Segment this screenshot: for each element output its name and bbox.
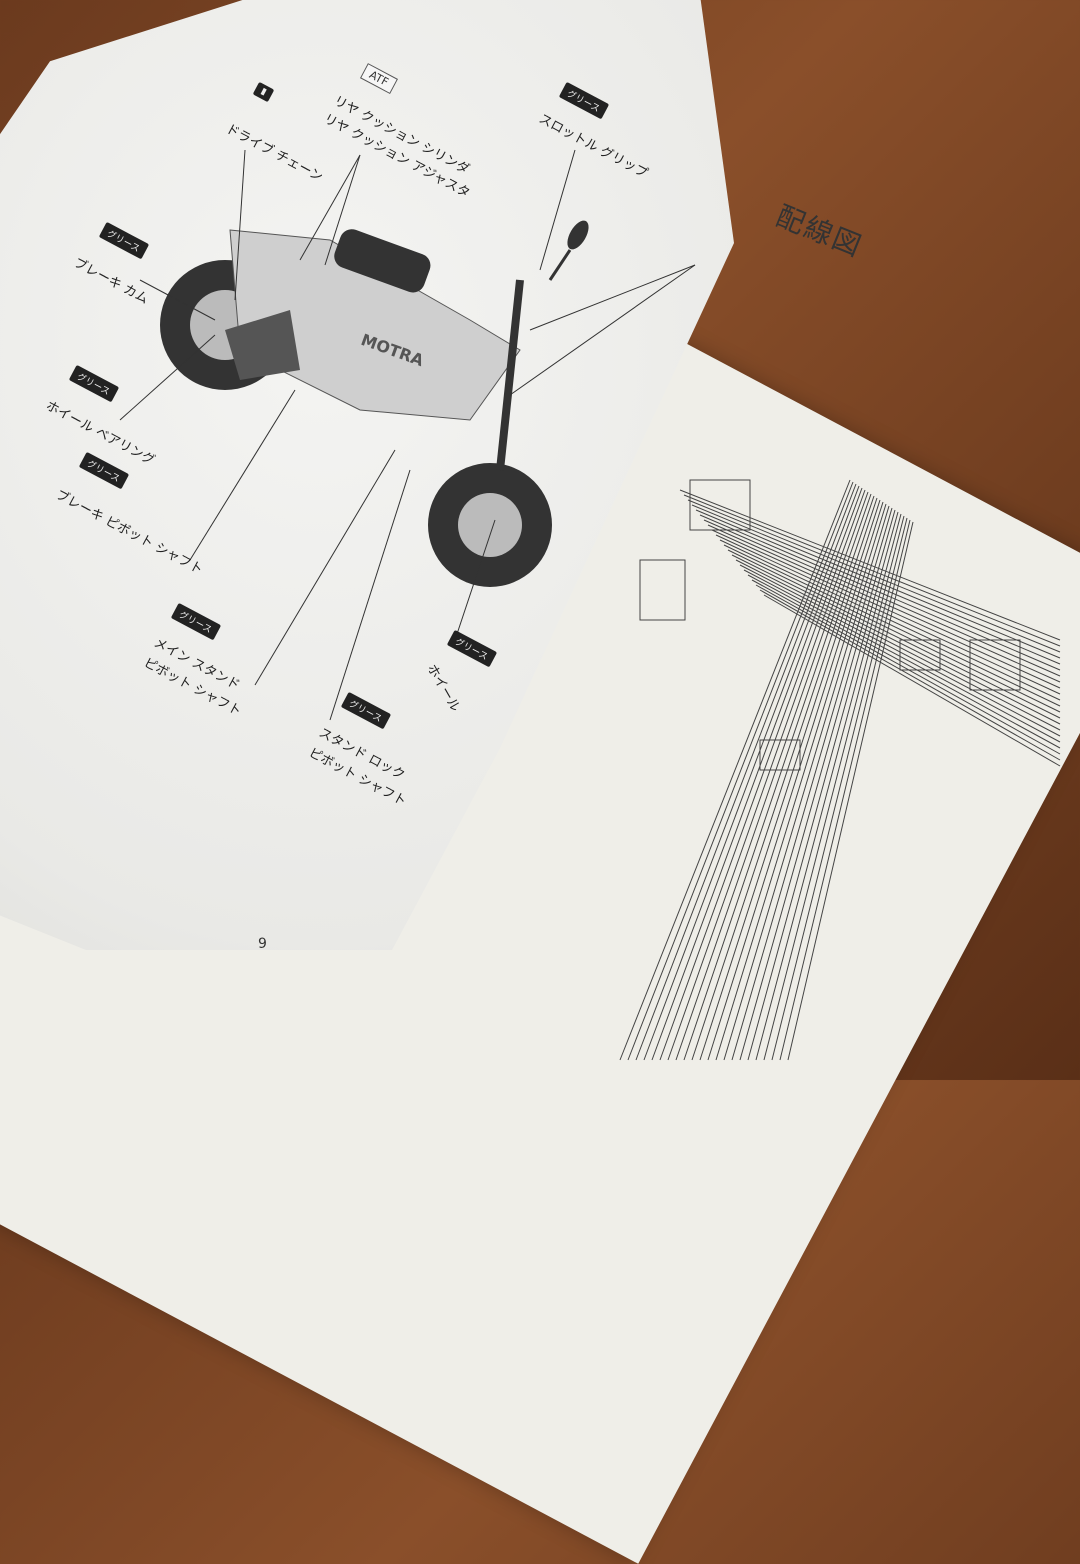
wire bbox=[667, 491, 869, 1061]
front-fork bbox=[496, 279, 524, 471]
wire bbox=[751, 579, 1061, 749]
wire bbox=[691, 497, 878, 1061]
wire bbox=[763, 594, 1061, 767]
wire bbox=[651, 487, 863, 1061]
wire bbox=[723, 505, 890, 1061]
component-box bbox=[899, 639, 941, 671]
wire bbox=[747, 511, 899, 1061]
wire bbox=[635, 483, 857, 1061]
mirror bbox=[567, 220, 589, 250]
component-box bbox=[639, 559, 686, 621]
wire bbox=[679, 489, 1061, 641]
wire bbox=[683, 494, 1061, 647]
wire bbox=[727, 549, 1061, 713]
seat bbox=[334, 229, 431, 293]
wire bbox=[691, 504, 1061, 659]
motorcycle bbox=[160, 220, 589, 587]
page-number: 9 bbox=[258, 936, 267, 952]
wire bbox=[715, 503, 887, 1061]
wire bbox=[763, 515, 905, 1061]
component-box bbox=[969, 639, 1021, 691]
motorcycle-illustration bbox=[119, 149, 696, 721]
wire bbox=[711, 529, 1061, 689]
leader-lines bbox=[119, 149, 696, 721]
wire bbox=[731, 554, 1061, 719]
wire bbox=[723, 544, 1061, 707]
wire bbox=[787, 521, 914, 1061]
wire bbox=[659, 489, 866, 1061]
wire bbox=[699, 499, 881, 1061]
engine-cover bbox=[225, 310, 300, 380]
wire bbox=[619, 479, 851, 1061]
wire bbox=[771, 517, 908, 1061]
wire bbox=[627, 481, 854, 1061]
wire bbox=[731, 507, 893, 1061]
wire bbox=[743, 569, 1061, 737]
wire bbox=[739, 509, 896, 1061]
wire bbox=[735, 559, 1061, 725]
wire bbox=[695, 509, 1061, 665]
wire bbox=[675, 493, 872, 1061]
wire bbox=[715, 534, 1061, 695]
wire bbox=[683, 495, 875, 1061]
wire bbox=[703, 519, 1061, 677]
wire bbox=[759, 589, 1061, 761]
wire bbox=[707, 501, 884, 1061]
wire bbox=[755, 513, 902, 1061]
wire bbox=[747, 574, 1061, 743]
wire bbox=[707, 524, 1061, 683]
wire bbox=[779, 519, 911, 1061]
component-box bbox=[689, 479, 751, 531]
wiring-diagram bbox=[619, 479, 1061, 1061]
component-box bbox=[759, 739, 801, 771]
wire bbox=[643, 485, 860, 1061]
